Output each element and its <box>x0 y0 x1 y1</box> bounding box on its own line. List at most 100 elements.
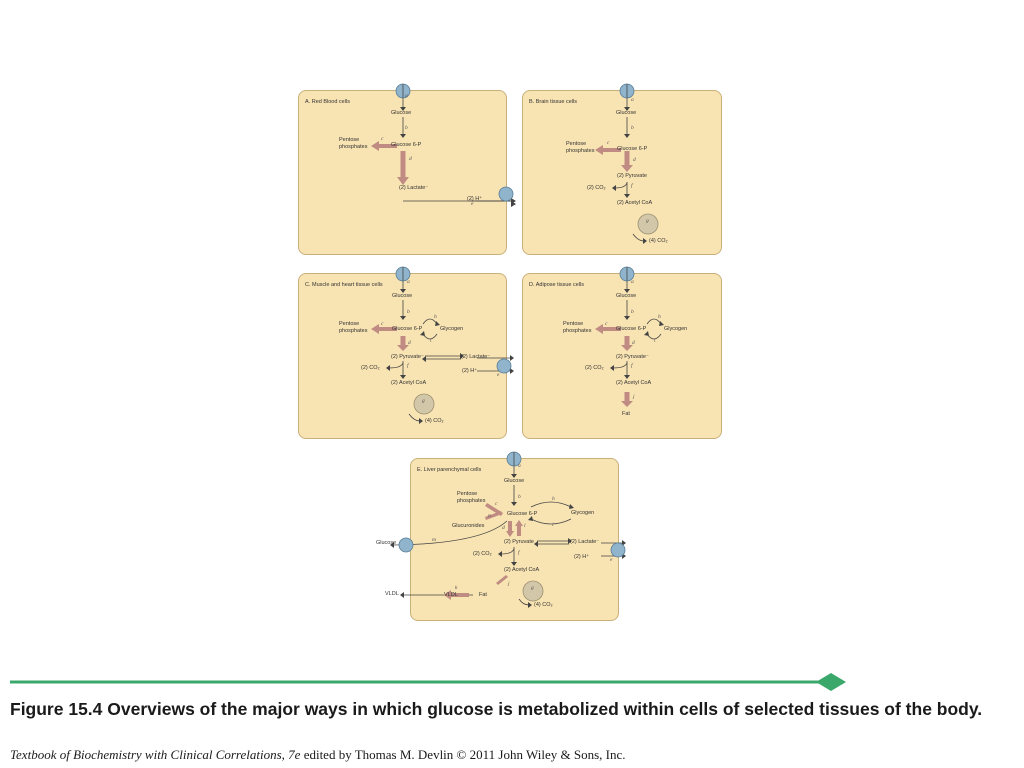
panel-title: A. Red Blood cells <box>305 99 350 105</box>
tca-cycle-circle <box>522 580 544 602</box>
glycolysis-flux-arrow <box>508 521 512 532</box>
glucuronides-label: Glucuronides <box>452 523 485 529</box>
step-label-a: a <box>631 97 634 103</box>
diamond-icon <box>816 673 846 691</box>
acetyl-coa-label: (2) Acetyl CoA <box>504 567 540 573</box>
glucose-label: Glucose <box>392 293 413 299</box>
pathway-diagram <box>371 266 514 424</box>
vldl-out-label: VLDL <box>385 591 399 597</box>
step-label-d: d <box>409 156 412 162</box>
panel-brain-tissue-cells: B. Brain tissue cells a Glucose b Pentos… <box>522 83 722 255</box>
step-label-d: d <box>632 340 635 346</box>
panel-muscle-heart-cells: C. Muscle and heart tissue cells <box>298 266 514 439</box>
pentose-flux-arrow <box>379 327 397 331</box>
step-label-g: g <box>531 585 534 591</box>
pathway-diagram <box>371 83 516 207</box>
step-label-k: k <box>455 585 458 591</box>
co2-4-label: (4) CO₂ <box>534 602 553 608</box>
glycolysis-flux-arrow <box>400 336 406 345</box>
step-label-h: h <box>434 314 437 320</box>
pyruvate-label: (2) Pyruvate⁻ <box>391 354 424 360</box>
step-label-b: b <box>405 125 408 131</box>
glycogen-label: Glycogen <box>664 326 688 332</box>
step-label-i: i <box>430 338 432 344</box>
pentose-phosphates-label: Pentose phosphates <box>563 321 592 334</box>
glucose-6p-label: Glucose 6-P <box>507 511 538 517</box>
step-label-h: h <box>658 314 661 320</box>
step-label-b: b <box>631 309 634 315</box>
co2-label: (2) CO₂ <box>473 551 492 557</box>
book-title: Textbook of Biochemistry with Clinical C… <box>10 747 301 762</box>
glucose-export-transporter-icon <box>398 537 414 553</box>
glycolysis-flux-arrow <box>400 151 406 177</box>
glucose-6p-label: Glucose 6-P <box>617 146 648 152</box>
step-label-f: f <box>518 550 520 556</box>
step-label-b: b <box>518 494 521 500</box>
glucuronide-flux-arrow <box>485 511 502 520</box>
figure-caption: Figure 15.4 Overviews of the major ways … <box>10 699 983 719</box>
step-label-d: d <box>408 340 411 346</box>
step-label-b: b <box>407 309 410 315</box>
step-label-g: g <box>422 398 425 404</box>
pentose-flux-arrow <box>379 144 397 148</box>
glucose-6p-label: Glucose 6-P <box>392 326 423 332</box>
step-label-g: g <box>646 218 649 224</box>
glucose-label: Glucose <box>616 293 637 299</box>
step-label-i: i <box>552 522 554 528</box>
tca-cycle-circle <box>413 393 435 415</box>
panel-liver-parenchymal-cells: E. Liver parenchymal cells <box>390 451 626 621</box>
step-label-c: c <box>381 136 384 142</box>
pentose-flux-arrow <box>603 327 621 331</box>
glucose-6p-label: Glucose 6-P <box>391 142 422 148</box>
pentose-phosphates-label: Pentose phosphates <box>457 491 486 504</box>
pyruvate-label: (2) Pyruvate <box>617 173 647 179</box>
panel-red-blood-cells: A. Red Blood cells a Glucose b <box>298 83 516 255</box>
step-label-d: d <box>502 525 505 531</box>
pentose-phosphates-label: Pentose phosphates <box>566 141 595 154</box>
lipogenesis-flux-arrow <box>624 392 630 401</box>
hplus-label: (2) H⁺ <box>467 196 483 202</box>
step-label-j: j <box>633 394 635 400</box>
co2-4-label: (4) CO₂ <box>649 238 668 244</box>
credit-text: edited by Thomas M. Devlin © 2011 John W… <box>300 747 626 762</box>
step-label-e: e <box>497 372 500 378</box>
glycogen-label: Glycogen <box>571 510 595 516</box>
lactate-transporter-icon <box>496 358 512 374</box>
step-label-c: c <box>607 140 610 146</box>
pentose-phosphates-label: Pentose phosphates <box>339 137 368 150</box>
glucose-transporter-icon <box>506 451 522 467</box>
step-label-a: a <box>631 279 634 285</box>
pathway-diagram <box>595 266 664 407</box>
pathway-diagram <box>390 451 626 608</box>
co2-label: (2) CO₂ <box>361 365 380 371</box>
panel-title: E. Liver parenchymal cells <box>417 467 482 473</box>
step-label-l: l <box>524 523 526 529</box>
step-label-f: f <box>407 363 409 369</box>
step-label-a: a <box>518 463 521 469</box>
step-label-h: h <box>552 496 555 502</box>
acetyl-coa-label: (2) Acetyl CoA <box>617 200 653 206</box>
step-label-j: j <box>508 581 510 587</box>
panel-title: D. Adipose tissue cells <box>529 282 585 288</box>
panel-title: C. Muscle and heart tissue cells <box>305 282 383 288</box>
step-label-i: i <box>654 338 656 344</box>
glucose-6p-label: Glucose 6-P <box>616 326 647 332</box>
glycolysis-flux-arrow <box>624 151 630 165</box>
step-label-c: c <box>605 321 608 327</box>
gluconeogenesis-flux-arrow <box>517 525 521 536</box>
glucose-transporter-icon <box>619 83 635 99</box>
pathway-diagram <box>595 83 659 244</box>
lactate-label: (2) Lactate⁻ <box>570 539 600 545</box>
step-label-m: m <box>432 537 436 543</box>
hplus-label: (2) H⁺ <box>462 368 478 374</box>
glucose-out-label: Glucose <box>376 540 397 546</box>
co2-label: (2) CO₂ <box>587 185 606 191</box>
vldl-flux-arrow <box>451 593 469 597</box>
co2-label: (2) CO₂ <box>585 365 604 371</box>
step-label-f: f <box>631 363 633 369</box>
pentose-phosphates-label: Pentose phosphates <box>339 321 368 334</box>
step-label-d: d <box>633 157 636 163</box>
step-label-c: c <box>381 321 384 327</box>
acetyl-coa-label: (2) Acetyl CoA <box>391 380 427 386</box>
